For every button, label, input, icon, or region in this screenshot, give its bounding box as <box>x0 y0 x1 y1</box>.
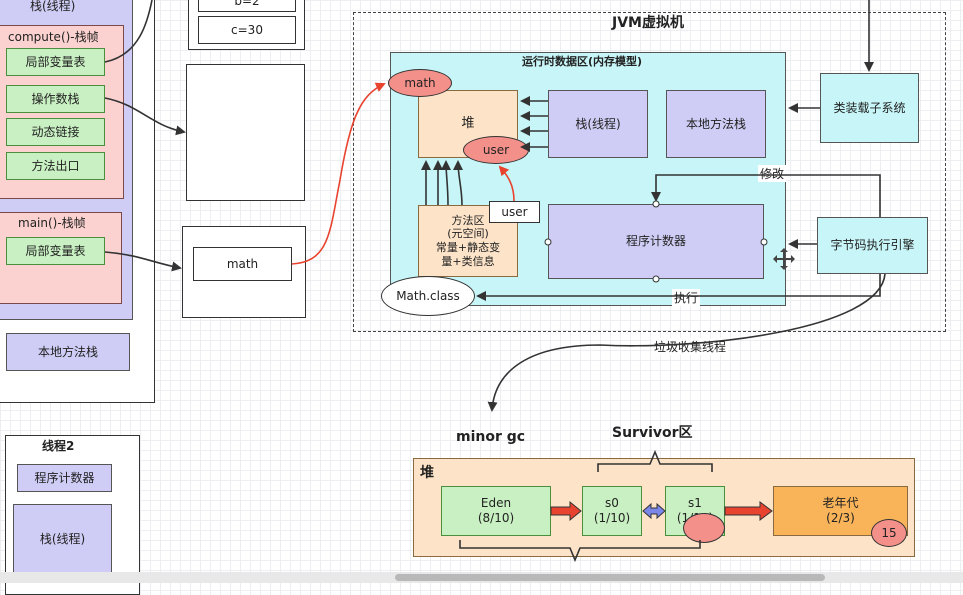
old-generation: 老年代 (2/3) <box>773 486 908 536</box>
gc-heap-label: 堆 <box>420 465 434 481</box>
math-class-oval: Math.class <box>381 276 475 316</box>
heap-math-object: math <box>388 69 452 97</box>
jvm-title: JVM虚拟机 <box>612 15 684 31</box>
program-counter: 程序计数器 <box>548 204 764 279</box>
main-local-vars: 局部变量表 <box>6 237 105 265</box>
bytecode-engine: 字节码执行引擎 <box>817 217 928 274</box>
thread2-title: 线程2 <box>42 439 75 453</box>
value-c: c=30 <box>198 16 296 44</box>
compute-dynamic-link: 动态链接 <box>6 118 105 146</box>
math-reference: math <box>193 247 292 281</box>
eden-space: Eden (8/10) <box>441 486 551 536</box>
compute-local-vars: 局部变量表 <box>6 48 105 76</box>
scrollbar-thumb[interactable] <box>395 574 825 581</box>
s1-object-oval <box>683 513 725 543</box>
survivor-label: Survivor区 <box>612 425 693 441</box>
thread1-native-stack: 本地方法栈 <box>6 333 130 371</box>
classloader-subsystem: 类装载子系统 <box>820 73 919 143</box>
minor-gc-label: minor gc <box>456 429 526 445</box>
modify-label: 修改 <box>758 165 787 182</box>
jvm-stack: 栈(线程) <box>548 90 648 158</box>
main-frame-label: main()-栈帧 <box>18 216 86 230</box>
compute-operand-stack: 操作数栈 <box>6 85 105 113</box>
survivor-s0: s0 (1/10) <box>582 486 642 536</box>
execute-label: 执行 <box>672 289 701 306</box>
value-b: b=2 <box>198 0 296 12</box>
heap-user-object: user <box>463 136 529 164</box>
operand-stack-target <box>186 64 305 201</box>
thread-stack-label: 栈(线程) <box>30 0 76 13</box>
compute-method-exit: 方法出口 <box>6 152 105 180</box>
method-area-user-ref: user <box>489 201 540 223</box>
runtime-area-title: 运行时数据区(内存模型) <box>522 55 643 68</box>
gc-thread-label: 垃圾收集线程 <box>652 338 729 355</box>
thread2-stack: 栈(线程) <box>13 504 112 574</box>
compute-frame-label: compute()-栈帧 <box>8 30 99 44</box>
jvm-native-stack: 本地方法栈 <box>666 90 766 158</box>
age-counter-oval: 15 <box>871 519 907 547</box>
thread2-pc: 程序计数器 <box>17 464 112 492</box>
